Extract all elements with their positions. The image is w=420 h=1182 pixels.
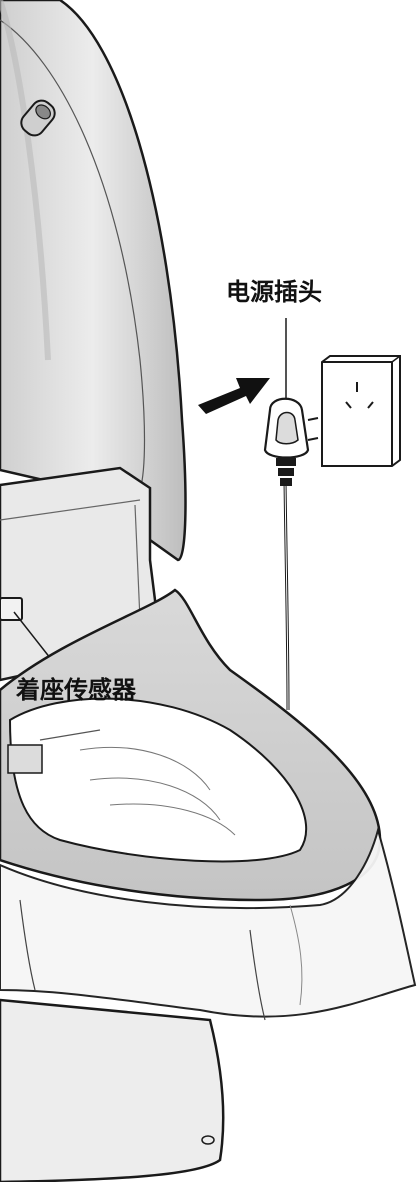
power-plug-icon <box>265 399 318 486</box>
wall-socket-icon <box>322 356 400 466</box>
toilet-base <box>0 1000 223 1182</box>
seat-sensor-label: 着座传感器 <box>16 678 136 702</box>
seat-sensor-window <box>0 598 22 620</box>
power-plug-label: 电源插头 <box>226 280 322 304</box>
insert-arrow-icon <box>198 378 270 414</box>
